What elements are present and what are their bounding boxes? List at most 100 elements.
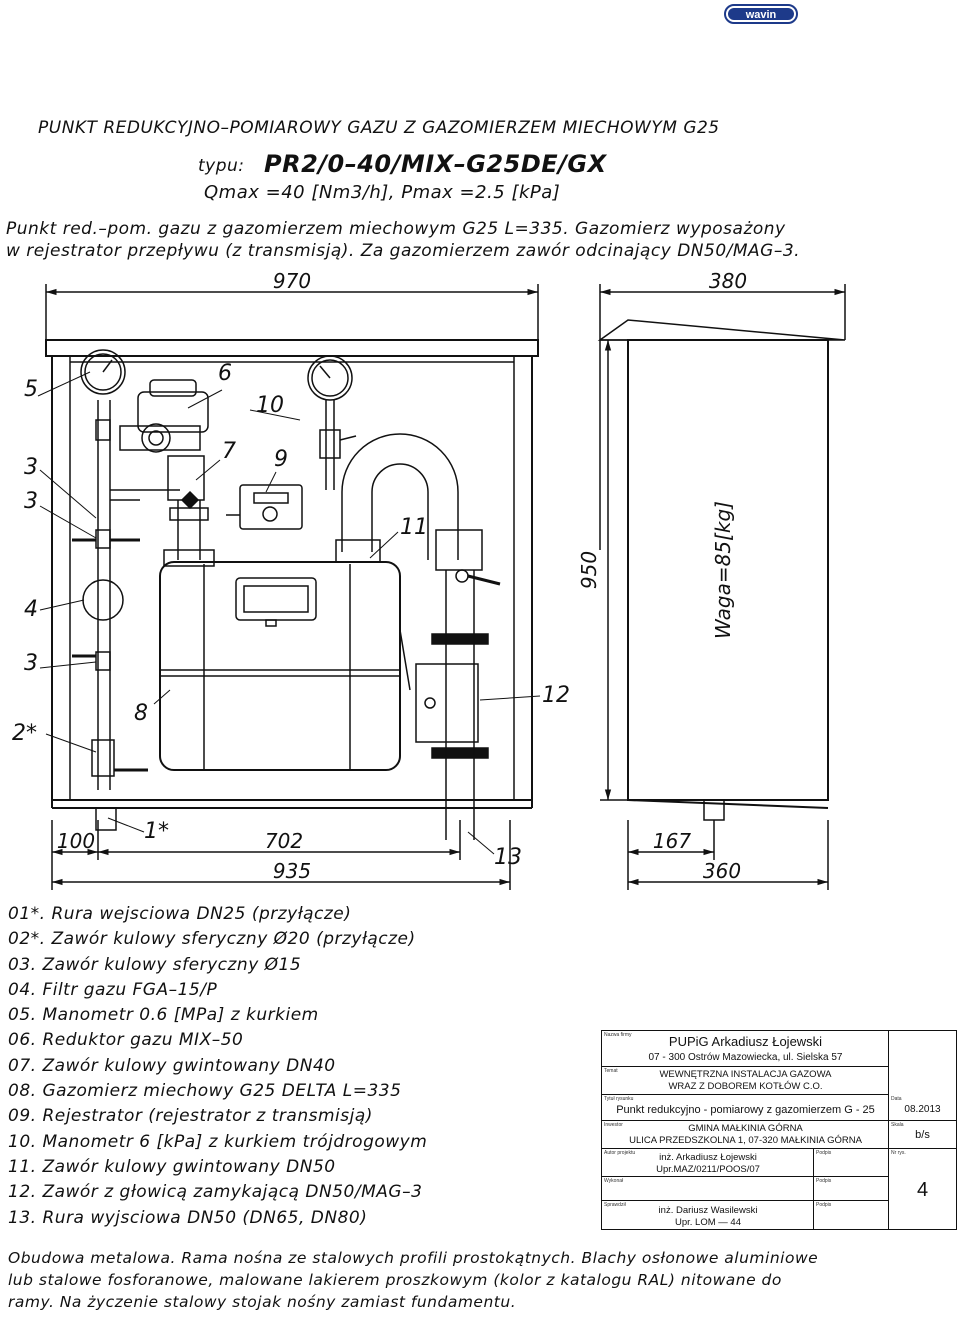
tb-label-date: Data: [891, 1096, 902, 1102]
tb-checker-license: Upr. LOM — 44: [675, 1217, 741, 1228]
tb-label-made-by: Wykonał: [604, 1178, 624, 1184]
callout-11: 11: [400, 515, 428, 540]
callout-9: 9: [274, 447, 288, 472]
tb-label-scale: Skala: [891, 1122, 904, 1128]
tb-topic-line1: WEWNĘTRZNA INSTALACJA GAZOWA: [659, 1069, 832, 1080]
pressure-gauge-outlet: [307, 355, 357, 490]
tb-scale: Skala b/s: [889, 1121, 956, 1149]
tb-author: Autor projektu inż. Arkadiusz Łojewski U…: [602, 1149, 814, 1177]
gas-regulator: [119, 379, 215, 567]
tb-company: PUPiG Arkadiusz Łojewski: [668, 1034, 823, 1049]
tb-sheet-no: 4: [916, 1179, 929, 1201]
type-code: PR2/0–40/MIX–G25DE/GX: [264, 150, 607, 178]
cabinet-side-view: [597, 319, 846, 821]
dim-380: 380: [709, 269, 747, 293]
tb-label-firm: Nazwa firmy: [604, 1032, 632, 1038]
dim-360: 360: [703, 859, 741, 883]
parts-list-item: 03. Zawór kulowy sferyczny Ø15: [8, 954, 302, 975]
technical-drawing: 970 380: [12, 269, 846, 890]
callout-5: 5: [24, 377, 38, 402]
dimension-depth: 380: [599, 269, 846, 550]
tb-label-signature-2: Podpis: [816, 1178, 832, 1184]
callout-10: 10: [256, 393, 284, 418]
tb-date: Data 08.2013: [889, 1095, 956, 1121]
gas-meter: [159, 561, 411, 771]
tb-investor-line2: ULICA PRZEDSZKOLNA 1, 07-320 MAŁKINIA GÓ…: [629, 1135, 862, 1146]
tb-author-license: Upr.MAZ/0211/POOS/07: [656, 1164, 760, 1175]
title-block: Nazwa firmy PUPiG Arkadiusz Łojewski 07 …: [601, 1030, 957, 1230]
dim-970: 970: [273, 269, 311, 293]
parts-list: 01*. Rura wejsciowa DN25 (przyłącze) 02*…: [8, 902, 427, 1231]
tb-label-checked: Sprawdził: [604, 1202, 626, 1208]
inlet-pipe-assembly: [72, 349, 180, 831]
callout-3b: 3: [24, 489, 38, 514]
tb-drawing-title: Tytuł rysunku Punkt redukcyjno - pomiaro…: [602, 1095, 889, 1121]
callout-6: 6: [218, 361, 232, 386]
footer-line-2: lub stalowe fosforanowe, malowane lakier…: [8, 1271, 782, 1289]
parts-list-item: 09. Rejestrator (rejestrator z transmisj…: [8, 1106, 373, 1127]
callout-3c: 3: [24, 651, 38, 676]
callout-2star: 2*: [12, 721, 37, 746]
dim-100: 100: [57, 829, 95, 853]
flow-recorder: [226, 484, 303, 530]
tb-topic: Temat WEWNĘTRZNA INSTALACJA GAZOWA WRAZ …: [602, 1067, 889, 1095]
tb-label-signature: Podpis: [816, 1150, 832, 1156]
footer-line-1: Obudowa metalowa. Rama nośna ze stalowyc…: [8, 1249, 819, 1267]
callout-13: 13: [494, 845, 522, 870]
type-label: typu:: [198, 156, 245, 176]
footer-note: Obudowa metalowa. Rama nośna ze stalowyc…: [8, 1247, 908, 1313]
tb-topic-line2: WRAZ Z DOBOREM KOTŁÓW C.O.: [668, 1081, 823, 1092]
tb-signature-made: Podpis: [814, 1177, 889, 1201]
callout-7: 7: [222, 439, 236, 464]
dim-167: 167: [653, 829, 691, 853]
dim-950: 950: [577, 551, 601, 589]
tb-label-signature-3: Podpis: [816, 1202, 832, 1208]
dim-702: 702: [265, 829, 303, 853]
parts-list-item: 02*. Zawór kulowy sferyczny Ø20 (przyłąc…: [8, 929, 416, 950]
tb-checker-name: inż. Dariusz Wasilewski: [658, 1205, 758, 1216]
outlet-pipe-assembly: [335, 433, 501, 840]
dimension-width: 970: [45, 269, 539, 340]
callout-4: 4: [24, 597, 38, 622]
tb-label-topic: Temat: [604, 1068, 618, 1074]
tb-address: 07 - 300 Ostrów Mazowiecka, ul. Sielska …: [648, 1052, 843, 1063]
parts-list-item: 06. Reduktor gazu MIX–50: [8, 1030, 244, 1051]
tb-label-investor: Inwestor: [604, 1122, 623, 1128]
tb-signature-checked: Podpis: [814, 1201, 889, 1229]
tb-author-name: inż. Arkadiusz Łojewski: [659, 1152, 757, 1163]
tb-checked: Sprawdził inż. Dariusz Wasilewski Upr. L…: [602, 1201, 814, 1229]
bottom-dimensions: 100 702 935 167 360: [51, 820, 829, 890]
weight-label: Waga=85[kg]: [711, 501, 735, 639]
parts-list-item: 07. Zawór kulowy gwintowany DN40: [8, 1055, 336, 1076]
callout-8: 8: [134, 701, 148, 726]
parts-list-item: 13. Rura wyjsciowa DN50 (DN65, DN80): [8, 1207, 368, 1228]
parts-list-item: 08. Gazomierz miechowy G25 DELTA L=335: [8, 1081, 402, 1102]
callout-3a: 3: [24, 455, 38, 480]
dimension-height: 950: [577, 339, 628, 801]
tb-sheet: Nr rys. 4: [889, 1149, 956, 1229]
parts-list-item: 10. Manometr 6 [kPa] z kurkiem trójdrogo…: [8, 1131, 428, 1152]
tb-firm: Nazwa firmy PUPiG Arkadiusz Łojewski 07 …: [602, 1031, 889, 1067]
callout-12: 12: [542, 683, 570, 708]
tb-label-author: Autor projektu: [604, 1150, 636, 1156]
tb-signature-author: Podpis: [814, 1149, 889, 1177]
footer-line-3: ramy. Na życzenie stalowy stojak nośny z…: [8, 1293, 517, 1311]
parts-list-item: 01*. Rura wejsciowa DN25 (przyłącze): [8, 904, 352, 924]
callouts: 5 6 10 7 9 3 3 11 4 3 12 8 2* 1* 13: [12, 361, 570, 870]
dim-935: 935: [273, 859, 311, 883]
tb-drawing-title-text: Punkt redukcyjno - pomiarowy z gazomierz…: [616, 1104, 875, 1116]
description-line-1: Punkt red.–pom. gazu z gazomierzem miech…: [6, 219, 786, 239]
tb-label-sheet: Nr rys.: [891, 1150, 906, 1156]
parts-list-item: 05. Manometr 0.6 [MPa] z kurkiem: [8, 1005, 319, 1026]
logo-text: wavin: [745, 9, 777, 21]
callout-1star: 1*: [144, 819, 169, 844]
description-line-2: w rejestrator przepływu (z transmisją). …: [6, 241, 801, 261]
flow-pressure-spec: Qmax =40 [Nm3/h], Pmax =2.5 [kPa]: [204, 182, 561, 203]
tb-investor: Inwestor GMINA MAŁKINIA GÓRNA ULICA PRZE…: [602, 1121, 889, 1149]
document-title: PUNKT REDUKCYJNO–POMIAROWY GAZU Z GAZOMI…: [38, 118, 720, 138]
tb-scale-value: b/s: [915, 1129, 930, 1141]
cabinet-front-view: [45, 339, 539, 809]
parts-list-item: 12. Zawór z głowicą zamykającą DN50/MAG–…: [8, 1182, 423, 1203]
parts-list-item: 04. Filtr gazu FGA–15/P: [8, 979, 218, 1000]
tb-investor-line1: GMINA MAŁKINIA GÓRNA: [688, 1123, 803, 1134]
